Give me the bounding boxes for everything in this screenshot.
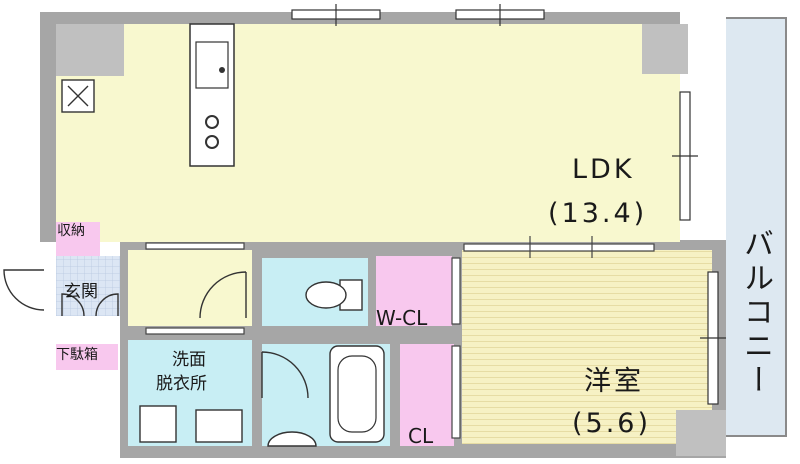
window xyxy=(291,4,726,405)
pillar xyxy=(56,24,124,76)
balcony-label: バルコニー xyxy=(738,228,773,398)
hallway xyxy=(128,250,252,326)
wash-basin xyxy=(195,409,243,443)
stove-burner xyxy=(205,135,219,149)
ldk-area: (13.4) xyxy=(548,198,648,229)
pillar xyxy=(642,24,688,74)
sliding-door xyxy=(145,236,655,439)
walk-in-closet xyxy=(376,256,452,326)
ldk-label: LDK xyxy=(572,154,635,185)
swing-door xyxy=(3,269,309,399)
shower-basin xyxy=(267,431,317,447)
balcony-area xyxy=(723,17,787,437)
ldk-room xyxy=(56,24,680,242)
shoebox-label: 下駄箱 xyxy=(56,347,98,363)
walk-in-closet-label: W-CL xyxy=(376,306,428,330)
storage-label: 収納 xyxy=(57,223,85,239)
toilet-bowl xyxy=(305,281,347,309)
closet-cl xyxy=(400,344,454,446)
washroom-label-line2: 脱衣所 xyxy=(156,374,207,394)
entrance-label: 玄関 xyxy=(64,282,98,302)
pillar xyxy=(676,410,726,456)
stove-burner xyxy=(205,115,219,129)
sink xyxy=(195,41,229,89)
bathtub xyxy=(329,345,385,443)
western-room-area: (5.6) xyxy=(572,408,652,439)
storage-closet xyxy=(56,222,100,256)
washing-machine-pan xyxy=(139,405,177,443)
washroom-label-line1: 洗面 xyxy=(172,350,206,370)
closet-label: CL xyxy=(408,424,434,448)
western-room-label: 洋室 xyxy=(584,366,644,397)
shoebox-cabinet xyxy=(56,344,118,370)
